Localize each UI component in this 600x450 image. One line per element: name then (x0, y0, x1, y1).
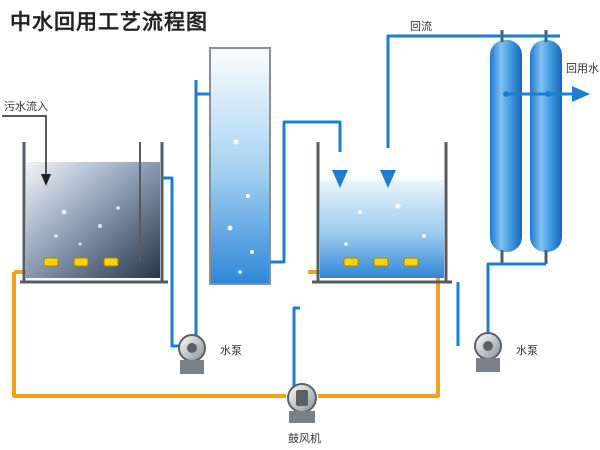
blower-label: 鼓风机 (288, 432, 321, 445)
tank2-inflow-arrow-icon (332, 170, 348, 188)
aerator-row-1 (43, 257, 119, 267)
pump-icon (474, 332, 502, 372)
blower-icon (287, 383, 317, 423)
reflux-label: 回流 (410, 20, 432, 33)
pump-icon (178, 334, 206, 374)
reflux-arrow-icon (380, 170, 396, 188)
water-pipes (162, 34, 560, 390)
treatment-column (209, 47, 271, 285)
filter-vessels (490, 30, 562, 264)
pump-2-label: 水泵 (516, 344, 538, 357)
outflow-arrow-icon (503, 86, 590, 102)
air-pipe (12, 270, 440, 398)
raw-water-tank (20, 142, 168, 284)
inflow-arrow-icon (2, 115, 51, 186)
reuse-water-label: 回用水 (566, 62, 599, 75)
inflow-label: 污水流入 (4, 100, 48, 113)
aerator-row-2 (343, 257, 419, 267)
diagram-title: 中水回用工艺流程图 (10, 10, 208, 34)
pump-1-label: 水泵 (220, 344, 242, 357)
